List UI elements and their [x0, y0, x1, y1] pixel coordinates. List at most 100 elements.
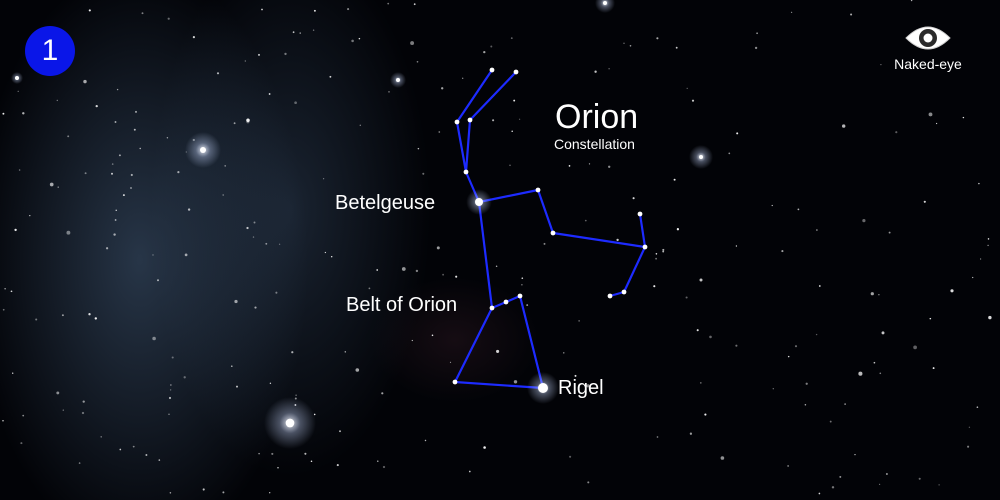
background-star	[754, 46, 758, 50]
background-star	[880, 63, 882, 66]
background-star	[569, 455, 572, 458]
background-star	[246, 226, 249, 230]
background-star	[152, 254, 154, 256]
background-star	[329, 75, 332, 78]
background-star	[88, 9, 91, 12]
constellation-line	[455, 120, 468, 174]
constellation-line	[455, 68, 494, 124]
background-star	[339, 430, 341, 433]
background-star	[141, 12, 144, 15]
background-star	[413, 3, 416, 6]
constellation-name: Orion	[555, 98, 639, 136]
background-star	[771, 204, 773, 207]
background-star	[122, 194, 125, 197]
background-star	[84, 172, 87, 175]
constellation-line	[464, 118, 472, 174]
background-star	[818, 492, 821, 495]
background-star	[344, 351, 347, 353]
viewing-mode-label: Naked-eye	[894, 56, 962, 72]
background-star	[291, 351, 294, 354]
background-star	[133, 128, 136, 131]
background-star	[222, 491, 225, 494]
background-star	[653, 285, 656, 288]
background-star	[401, 267, 406, 271]
bright-star	[15, 76, 19, 80]
background-star	[114, 121, 117, 123]
bright-star-halo	[595, 0, 615, 13]
background-star	[66, 230, 71, 235]
background-star	[935, 122, 938, 125]
background-star	[130, 173, 133, 177]
background-star	[978, 182, 980, 185]
background-star	[563, 352, 565, 354]
background-star	[691, 99, 695, 102]
background-star	[513, 380, 518, 384]
background-star	[130, 187, 132, 189]
background-star	[815, 333, 818, 336]
background-star	[312, 29, 315, 31]
background-star	[675, 46, 678, 49]
background-star	[254, 306, 257, 309]
constellation-star	[550, 230, 556, 236]
constellation-line	[453, 306, 494, 384]
background-star	[118, 154, 121, 157]
background-star	[913, 345, 917, 350]
background-star	[873, 361, 876, 364]
background-star	[483, 446, 486, 449]
background-star	[787, 355, 790, 358]
background-star	[253, 221, 256, 224]
constellation-star	[513, 69, 519, 75]
background-star	[699, 382, 702, 384]
background-star	[656, 37, 659, 40]
constellation-star	[489, 305, 495, 311]
background-star	[88, 313, 91, 316]
background-star	[116, 88, 119, 91]
background-star	[62, 409, 64, 411]
background-star	[735, 245, 738, 247]
background-star	[673, 178, 676, 181]
background-star	[56, 391, 60, 395]
background-star	[299, 32, 301, 34]
background-star	[656, 436, 659, 438]
background-star	[330, 255, 333, 258]
background-star	[83, 79, 87, 84]
background-star	[588, 163, 591, 165]
background-star	[879, 372, 882, 375]
background-star	[22, 414, 25, 417]
background-star	[578, 320, 580, 322]
constellation-star	[503, 299, 509, 305]
background-star	[292, 31, 295, 34]
bright-star	[396, 78, 400, 82]
constellation-line	[477, 200, 494, 310]
background-star	[275, 291, 278, 294]
background-star	[513, 99, 516, 102]
constellation-star	[467, 117, 473, 123]
background-star	[623, 42, 625, 44]
constellation-star	[517, 293, 523, 299]
background-star	[885, 473, 888, 475]
background-star	[246, 118, 250, 122]
background-star	[923, 200, 926, 203]
background-star	[496, 349, 500, 353]
background-star	[2, 420, 4, 422]
background-star	[417, 147, 420, 150]
background-star	[844, 403, 846, 405]
background-star	[252, 236, 255, 238]
background-star	[347, 8, 350, 11]
constellation-star	[454, 119, 460, 125]
background-star	[78, 462, 81, 464]
background-star	[438, 131, 441, 133]
background-star	[258, 452, 260, 455]
background-star	[187, 208, 191, 211]
background-star	[119, 448, 122, 451]
background-star	[269, 382, 272, 384]
bright-star	[603, 1, 607, 5]
background-star	[49, 182, 54, 187]
eye-icon	[905, 26, 951, 50]
constellation-line	[468, 70, 518, 122]
background-star	[831, 486, 835, 489]
background-star	[105, 247, 109, 250]
star-label-belt-of-orion: Belt of Orion	[346, 294, 458, 316]
background-star	[424, 439, 427, 442]
background-star	[94, 317, 98, 320]
